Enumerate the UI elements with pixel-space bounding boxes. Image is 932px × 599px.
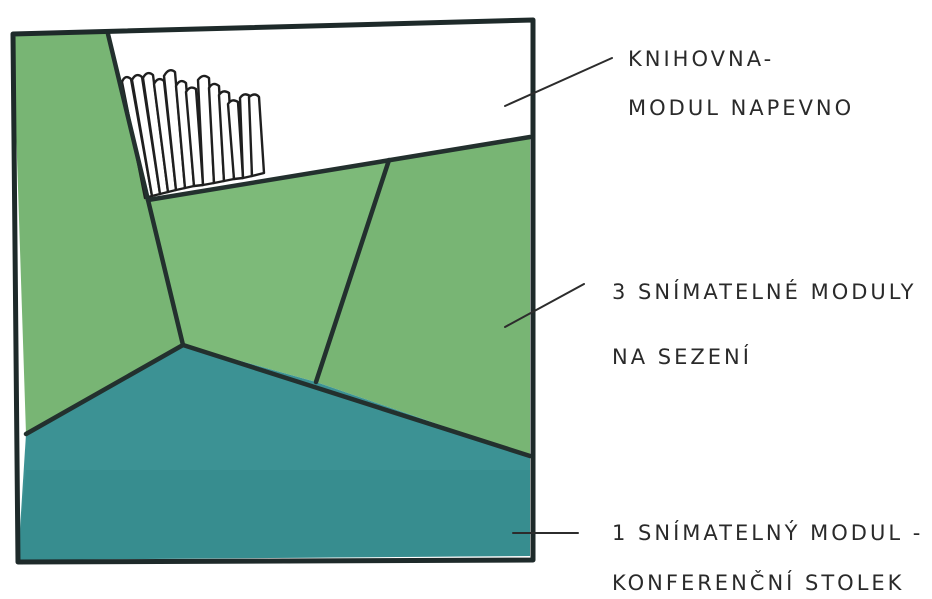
- label-table-line1: 1 SNÍMATELNÝ MODUL -: [612, 520, 923, 545]
- table-module: [18, 345, 530, 560]
- label-seat-line1: 3 SNÍMATELNÉ MODULY: [612, 279, 917, 304]
- seat-module-middle: [148, 160, 389, 382]
- frame-outline: [10, 17, 536, 565]
- seat-leader: [504, 283, 585, 328]
- seat-module-left: [13, 34, 183, 434]
- label-bookshelf-line1: KNIHOVNA-: [628, 47, 774, 71]
- label-table-line2: KONFERENČNÍ STOLEK: [612, 570, 904, 595]
- table-module-shade: [18, 470, 530, 560]
- label-bookshelf-line2: MODUL NAPEVNO: [628, 96, 854, 120]
- table-top-edge: [23, 342, 533, 459]
- seat-module-right: [316, 137, 530, 456]
- bookshelf-leader: [504, 57, 613, 107]
- bookshelf-books: [120, 69, 266, 200]
- bookshelf-bottom-edge: [145, 134, 533, 203]
- seat-divider-middle-right: [313, 157, 392, 385]
- label-seat-line2: NA SEZENÍ: [612, 344, 752, 369]
